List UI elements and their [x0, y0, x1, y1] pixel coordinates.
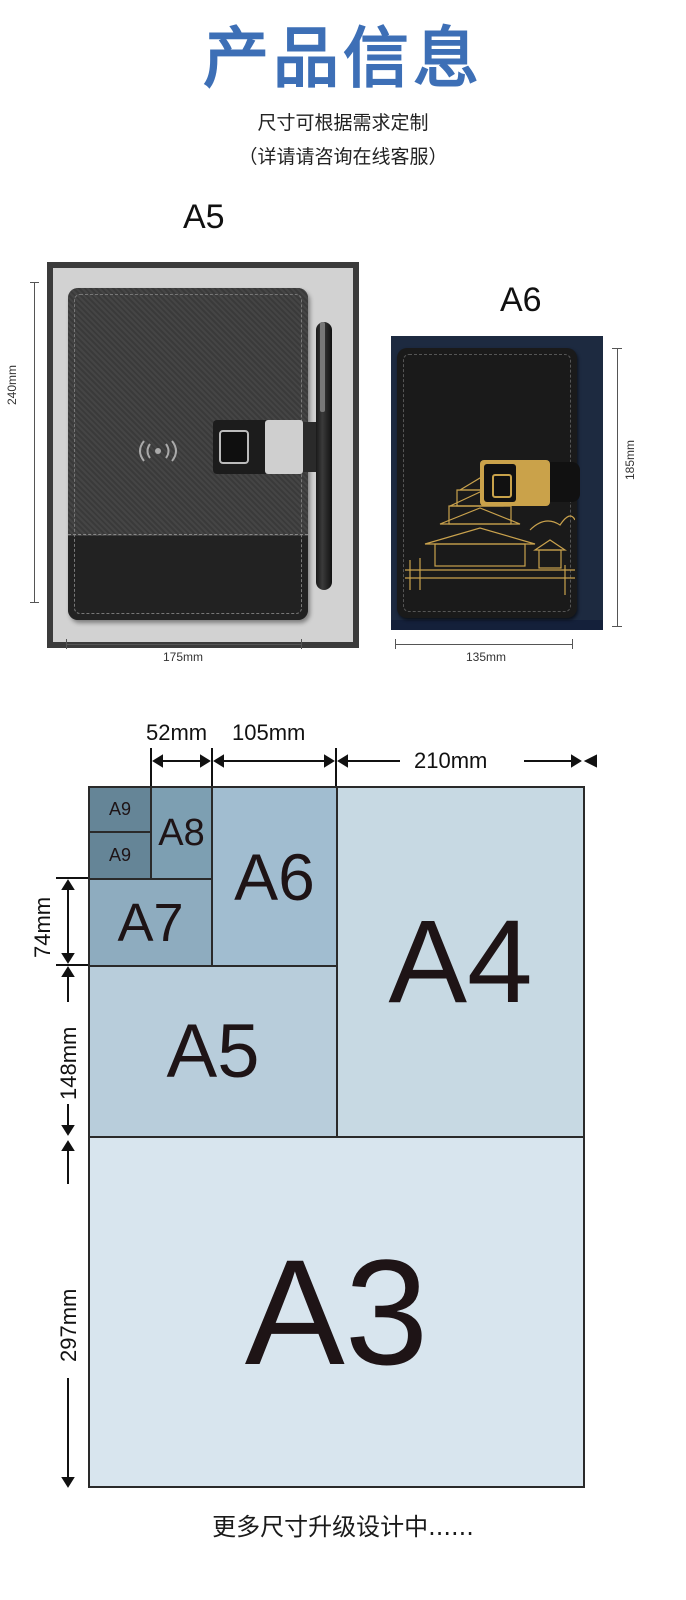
- width-210mm-label: 210mm: [414, 748, 488, 773]
- sheet-a8: A8: [150, 786, 213, 880]
- height-arrows: [56, 877, 88, 1488]
- a5-product-label: A5: [183, 198, 225, 236]
- width-arrows: [150, 748, 597, 786]
- a5-height-tick-top: [30, 282, 39, 283]
- width-52mm-label: 52mm: [146, 720, 208, 745]
- sheet-a9-top: A9: [88, 786, 152, 833]
- sheet-a3: A3: [88, 1136, 585, 1488]
- a6-height-line: [617, 348, 618, 626]
- fingerprint-lock-icon: [213, 420, 303, 474]
- customer-service-note: （详请请咨询在线客服）: [238, 146, 448, 168]
- a6-product-label: A6: [500, 281, 542, 319]
- height-148mm-label: 148mm: [56, 1026, 81, 1100]
- a5-height-tick-bottom: [30, 602, 39, 603]
- pen-clip: [320, 322, 325, 412]
- a5-width-tick-left: [66, 639, 67, 649]
- a6-height-label: 185mm: [623, 439, 637, 480]
- gold-fingerprint-lock-icon: [480, 460, 550, 506]
- a5-strap: [300, 422, 320, 472]
- a6-width-line: [395, 644, 573, 645]
- footer-text: 更多尺寸升级设计中......: [212, 1513, 474, 1541]
- sheet-a9-bottom: A9: [88, 831, 152, 880]
- a6-height-tick-top: [612, 348, 622, 349]
- a5-height-line: [34, 282, 35, 602]
- width-105mm-label: 105mm: [232, 720, 306, 745]
- a6-width-label: 135mm: [466, 650, 507, 664]
- a5-width-label: 175mm: [163, 650, 204, 664]
- sheet-a4: A4: [336, 786, 585, 1138]
- a5-width-line: [66, 644, 302, 645]
- sheet-a7: A7: [88, 878, 213, 967]
- a6-width-tick-right: [572, 639, 573, 649]
- sheet-a5: A5: [88, 965, 338, 1138]
- sheet-a6: A6: [211, 786, 338, 967]
- a5-height-label: 240mm: [5, 364, 19, 405]
- height-74mm-label: 74mm: [30, 896, 55, 958]
- a6-box-edge: [391, 620, 603, 630]
- a6-height-tick-bottom: [612, 626, 622, 627]
- a5-width-tick-right: [301, 639, 302, 649]
- page-title: 产品信息: [203, 20, 483, 97]
- a6-strap: [548, 462, 580, 502]
- wireless-charging-icon: [139, 440, 177, 462]
- subtitle: 尺寸可根据需求定制: [257, 112, 429, 134]
- height-297mm-label: 297mm: [56, 1288, 81, 1362]
- a6-width-tick-left: [395, 639, 396, 649]
